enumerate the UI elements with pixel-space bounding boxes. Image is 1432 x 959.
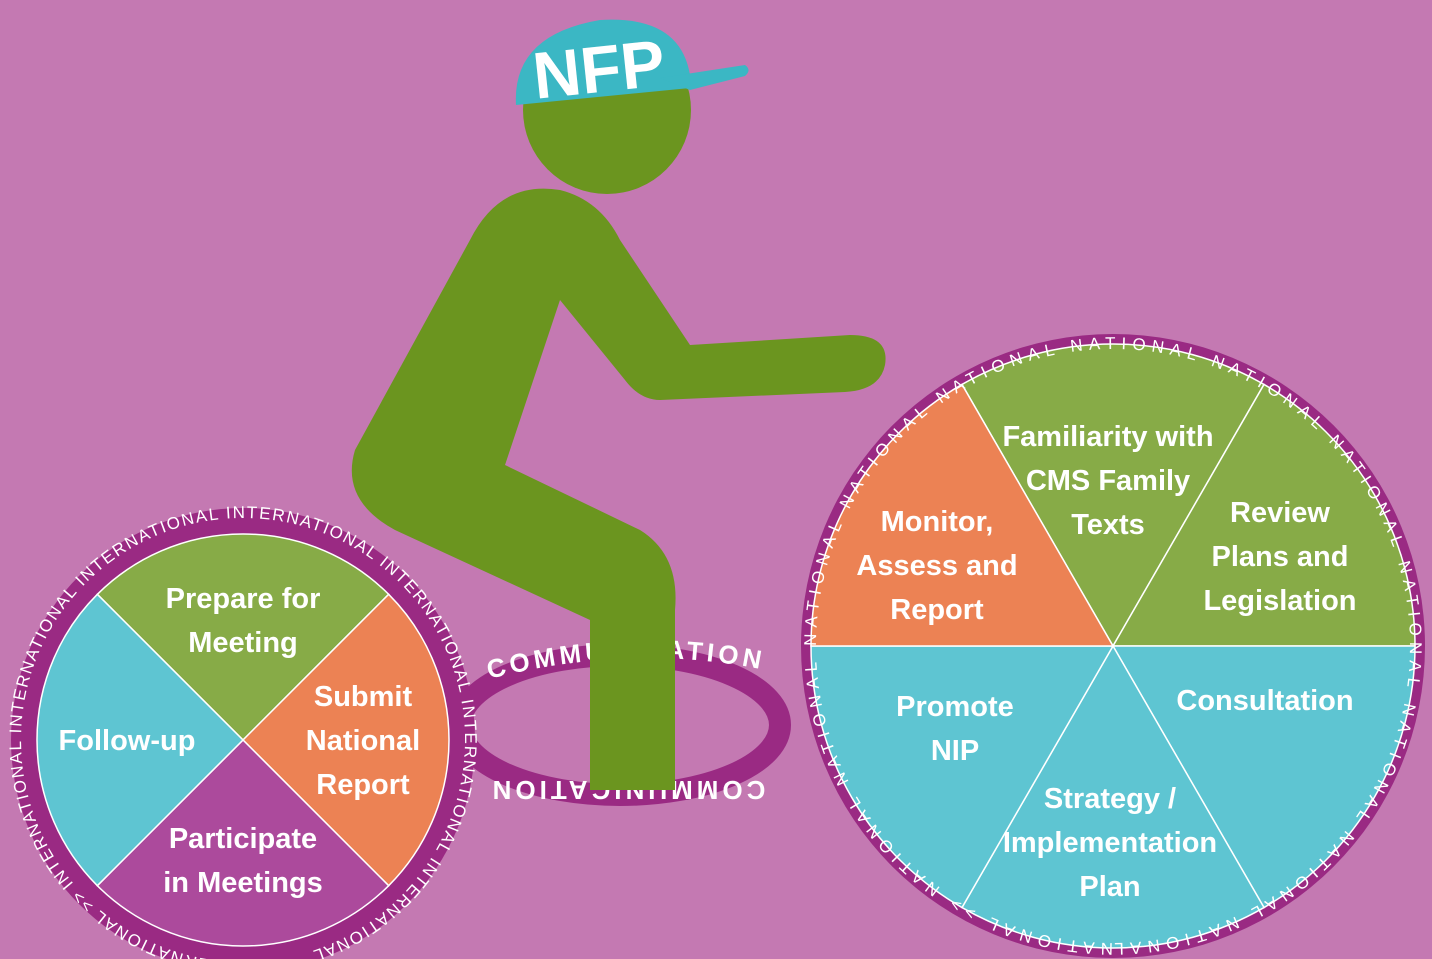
rear-wheel-label-participate-line-1: Participate	[169, 823, 317, 855]
front-wheel-segment-consultation	[1111, 645, 1416, 909]
front-wheel-label-consultation-line-1: Consultation	[1176, 685, 1353, 717]
front-wheel-label-promote-line-2: NIP	[931, 735, 979, 767]
rear-wheel-label-submit-line-2: National	[306, 725, 420, 757]
front-wheel-label-review-line-2: Plans and	[1212, 541, 1349, 573]
rear-wheel-label-submit-line-1: Submit	[314, 681, 413, 713]
front-wheel-label-review-line-1: Review	[1230, 497, 1330, 529]
rider-shin	[590, 600, 675, 790]
front-wheel-label-familiarity-line-3: Texts	[1071, 509, 1145, 541]
rear-wheel-label-prepare-line-2: Meeting	[188, 627, 298, 659]
front-wheel-label-familiarity-line-2: CMS Family	[1026, 465, 1190, 497]
rear-wheel-segment-follow-up	[36, 593, 245, 887]
front-wheel-label-strategy-line-1: Strategy /	[1044, 783, 1176, 815]
front-wheel-segment-promote	[810, 645, 1115, 909]
rear-wheel: Prepare forMeetingSubmitNationalReportPa…	[6, 503, 479, 959]
cap-dome	[515, 19, 690, 105]
rear-wheel-label-follow-up-line-1: Follow-up	[59, 725, 196, 757]
front-wheel-label-promote-line-1: Promote	[896, 691, 1014, 723]
front-wheel-label-familiarity-line-1: Familiarity with	[1002, 421, 1213, 453]
rear-wheel-segment-submit	[241, 593, 450, 887]
front-wheel-label-monitor-line-1: Monitor,	[881, 506, 994, 538]
rear-wheel-segment-participate	[96, 738, 390, 947]
front-wheel-segment-familiarity	[960, 343, 1266, 648]
front-wheel-label-monitor-line-2: Assess and	[856, 550, 1017, 582]
cap: NFP	[515, 19, 749, 113]
front-wheel-label-review-line-3: Legislation	[1203, 585, 1356, 617]
cap-brim	[660, 65, 749, 90]
front-wheel-label-strategy-line-2: Implementation	[1003, 827, 1217, 859]
front-wheel-segment-strategy	[960, 644, 1266, 949]
rear-wheel-label-prepare-line-1: Prepare for	[166, 583, 321, 615]
rear-wheel-segment-prepare	[96, 533, 390, 742]
rear-wheel-label-participate-line-2: in Meetings	[163, 867, 323, 899]
front-wheel-segment-review	[1111, 383, 1416, 647]
front-wheel-segment-monitor	[810, 383, 1115, 647]
front-wheel-label-strategy-line-3: Plan	[1079, 871, 1140, 903]
front-wheel-label-monitor-line-3: Report	[890, 594, 984, 626]
rider-torso	[351, 188, 886, 791]
cap-label: NFP	[529, 25, 668, 112]
rear-wheel-label-submit-line-3: Report	[316, 769, 410, 801]
